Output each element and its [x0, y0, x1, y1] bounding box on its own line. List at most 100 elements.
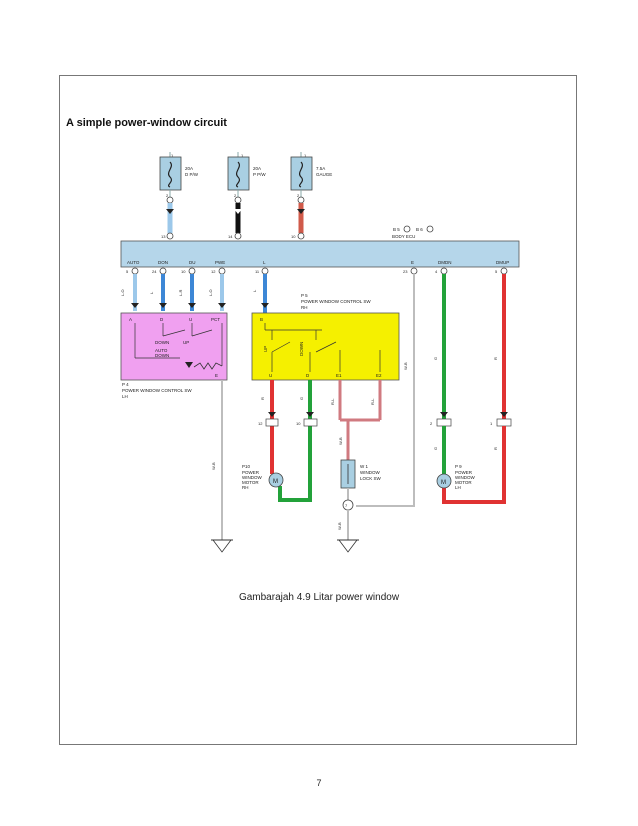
wire-code: L	[149, 291, 154, 294]
connector-pin: 10	[296, 421, 301, 426]
diode-icon	[185, 362, 193, 368]
component-title: LOCK SW	[360, 476, 382, 481]
fuse-rating: 20A	[185, 166, 193, 171]
ecu-terminal-name: DON	[158, 260, 168, 265]
ecu-terminal-name: DMUP	[496, 260, 509, 265]
switch-terminal: A	[129, 317, 132, 322]
power-window-switch-rh: P 5 POWER WINDOW CONTROL SW RH B UP DOWN…	[251, 293, 400, 381]
wire-code: W-B	[403, 362, 408, 370]
motor-icon	[436, 473, 452, 489]
wire-code: L-O	[208, 289, 213, 296]
page-heading: A simple power-window circuit	[66, 117, 227, 129]
fuse-d-pw: 1 20A D P/W 2 13 BDR1	[159, 152, 199, 247]
ecu-code: B 5	[393, 227, 400, 232]
switch-label: UP	[263, 346, 268, 352]
fuse-top-pin: 1	[241, 153, 244, 158]
component-code: P10	[242, 464, 251, 469]
wire-code: R	[493, 447, 498, 450]
component-title: MOTOR	[242, 480, 259, 485]
wire-code: G	[433, 447, 438, 450]
switch-label: DOWN	[299, 342, 304, 356]
wire-code: G	[299, 397, 304, 400]
fuse-name: P P/W	[253, 172, 266, 177]
switch-terminal: U	[269, 373, 272, 378]
ground-icon	[211, 539, 233, 553]
ecu-terminal-name: DU	[189, 260, 196, 265]
fuse-connector: 14	[228, 234, 233, 239]
switch-terminal: B	[260, 317, 263, 322]
wire-code: L-O	[120, 289, 125, 296]
component-title: WINDOW	[455, 475, 475, 480]
wire-code: L-R	[178, 289, 183, 296]
fuse-top-pin: 1	[304, 153, 307, 158]
motor-symbol: M	[273, 479, 278, 485]
fuse-rating: 20A	[253, 166, 261, 171]
window-lock-switch: W 1 WINDOW LOCK SW 7 W-B	[337, 459, 382, 540]
component-title: POWER WINDOW CONTROL SW	[122, 388, 192, 393]
wire-code: W-B	[211, 462, 216, 470]
component-code: P 5	[301, 293, 308, 298]
ecu-terminal-pin: 23	[403, 269, 408, 274]
fuse-gauge: 1 7.5A GAUGE 2 10 IG	[290, 152, 332, 247]
ecu-terminal-pin: 10	[181, 269, 186, 274]
ground-icon	[337, 539, 359, 553]
fuse-connector: 13	[161, 234, 166, 239]
upper-wires: L-O L L-R L-O L W-B G R	[120, 274, 508, 507]
switch-terminal: E1	[336, 373, 342, 378]
switch-terminal: E2	[376, 373, 382, 378]
wire-code: R	[493, 357, 498, 360]
component-title: POWER	[455, 470, 473, 475]
component-side: RH	[301, 305, 308, 310]
component-title: WINDOW	[242, 475, 262, 480]
page-number: 7	[316, 778, 322, 788]
fuse-bottom-pin: 2	[297, 193, 300, 198]
ecu-label: BODY ECU	[392, 234, 415, 239]
switch-terminal: E	[215, 373, 218, 378]
ecu-terminal-pin: 24	[152, 269, 157, 274]
fuse-icon	[235, 161, 241, 188]
component-title: RH	[242, 485, 249, 490]
ecu-terminal-pin: 4	[435, 269, 438, 274]
switch-terminal: D	[306, 373, 310, 378]
component-code: W 1	[360, 464, 368, 469]
component-side: LH	[122, 394, 128, 399]
component-title: POWER	[242, 470, 260, 475]
fuse-name: D P/W	[185, 172, 199, 177]
fuse-top-pin: 1	[171, 153, 174, 158]
component-code: P 9	[455, 464, 462, 469]
page-frame	[59, 75, 577, 745]
fuse-bottom-pin: 2	[166, 193, 169, 198]
switch-terminal: D	[160, 317, 164, 322]
motor-lh: 2 1 G R M P 9 POWER WINDOW MOTOR LH	[430, 418, 512, 504]
wire-code: R-L	[330, 398, 335, 405]
lh-ground-wire: W-B	[211, 380, 223, 540]
resistor-icon	[193, 362, 223, 370]
connector-pin: 2	[430, 421, 433, 426]
fuse-icon	[167, 161, 173, 188]
switch-label: DOWN	[155, 353, 169, 358]
fuse-icon	[298, 161, 304, 188]
component-code: P 4	[122, 382, 129, 387]
ecu-terminal-name: AUTO	[127, 260, 140, 265]
rh-lower-wires: R 12 G 10 R-L R-L W-B	[258, 380, 382, 502]
fuse-p-pw: 1 20A P P/W 2 14 BDR2	[227, 152, 266, 247]
wire-code: L	[252, 289, 257, 292]
ecu-code: B 6	[416, 227, 423, 232]
switch-label: UP	[183, 340, 189, 345]
component-title: MOTOR	[455, 480, 472, 485]
connector-pin: 7	[345, 503, 348, 508]
component-title: WINDOW	[360, 470, 380, 475]
ecu-terminal-name: E	[411, 260, 414, 265]
fuse-rating: 7.5A	[316, 166, 325, 171]
fuse-connector: 10	[291, 234, 296, 239]
connector-pin: 12	[258, 421, 263, 426]
component-title: POWER WINDOW CONTROL SW	[301, 299, 371, 304]
connector-pin: 1	[490, 421, 493, 426]
ecu-terminal-name: PWE	[215, 260, 225, 265]
wire-code: W-B	[337, 522, 342, 530]
ecu-terminal-pin: 5	[126, 269, 129, 274]
figure-caption: Gambarajah 4.9 Litar power window	[238, 592, 400, 603]
motor-rh: P10 POWER WINDOW MOTOR RH M	[242, 464, 284, 490]
switch-terminal: PCT	[211, 317, 220, 322]
